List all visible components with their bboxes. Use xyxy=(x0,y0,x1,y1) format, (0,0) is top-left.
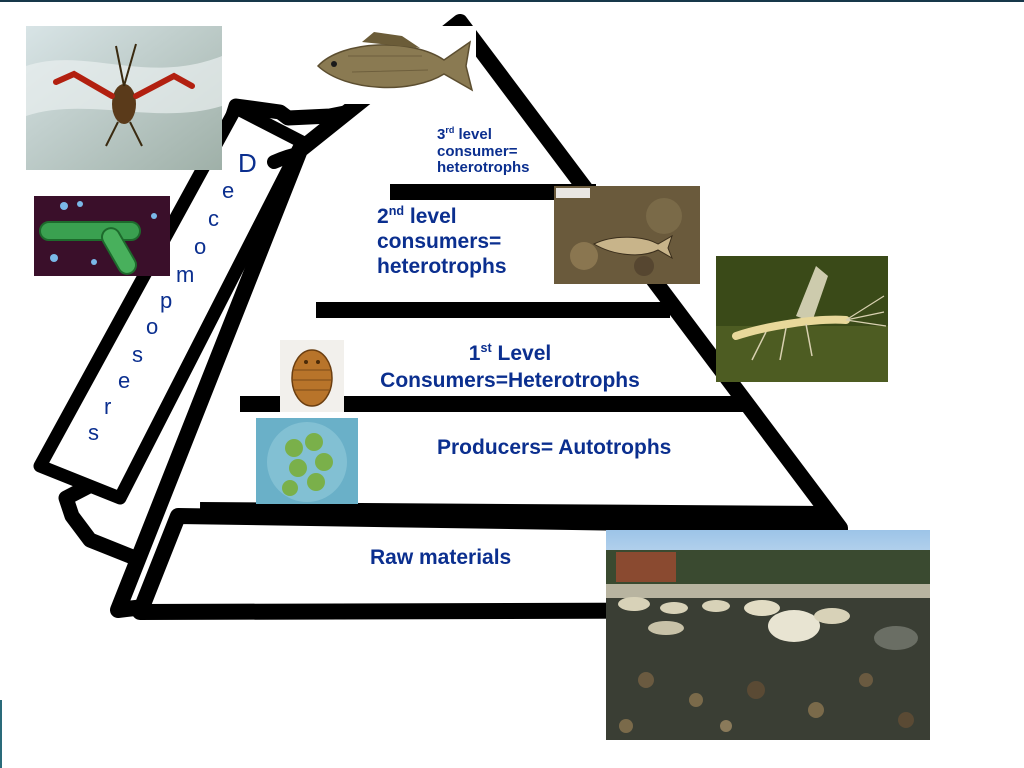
decomposer-letter: s xyxy=(88,420,99,445)
pond-stones-photo xyxy=(606,530,930,740)
level2-sup: nd xyxy=(388,204,405,218)
producers-label: Producers= Autotrophs xyxy=(437,436,672,459)
decomposer-letter: c xyxy=(208,206,219,231)
level2-line2: consumers= xyxy=(377,230,502,254)
level3-label: 3rd level consumer= heterotrophs xyxy=(437,110,530,177)
level1-line2: Consumers=Heterotrophs xyxy=(380,369,640,393)
level2-line1: level xyxy=(409,205,457,228)
algae-photo xyxy=(256,418,358,504)
decomposer-letter: o xyxy=(194,234,207,259)
decomposers-strip xyxy=(33,101,309,505)
larva-photo xyxy=(280,340,344,412)
decomposer-letter: e xyxy=(118,368,131,393)
decomposer-letter: r xyxy=(104,394,112,419)
level2-label: 2nd level consumers= heterotrophs xyxy=(377,204,507,280)
decomposer-letter: m xyxy=(176,262,195,287)
crayfish-photo xyxy=(26,26,222,170)
level1-line1: Level xyxy=(497,342,552,365)
raw-materials-label: Raw materials xyxy=(370,546,512,569)
level1-label: 1st Level Consumers=Heterotrophs xyxy=(340,340,680,395)
level1-sup: st xyxy=(480,341,492,355)
level3-text: level consumer= heterotrophs xyxy=(437,125,530,177)
level3-sup: rd xyxy=(445,124,455,135)
decomposer-letter: o xyxy=(146,314,159,339)
decomposer-letter: D xyxy=(238,148,257,178)
decomposer-letter: s xyxy=(132,342,143,367)
level3-num: 3 xyxy=(437,125,446,143)
decomposer-letter: p xyxy=(160,288,173,313)
bacteria-photo xyxy=(34,196,170,276)
level2-line3: heterotrophs xyxy=(377,255,507,279)
divider-0 xyxy=(199,502,831,522)
bass-fish-photo xyxy=(312,26,476,104)
decomposer-letter: e xyxy=(222,178,235,203)
level2-num: 2 xyxy=(377,205,389,228)
mayfly-photo xyxy=(716,256,888,382)
minnow-photo xyxy=(554,186,700,284)
level1-num: 1 xyxy=(468,342,481,365)
